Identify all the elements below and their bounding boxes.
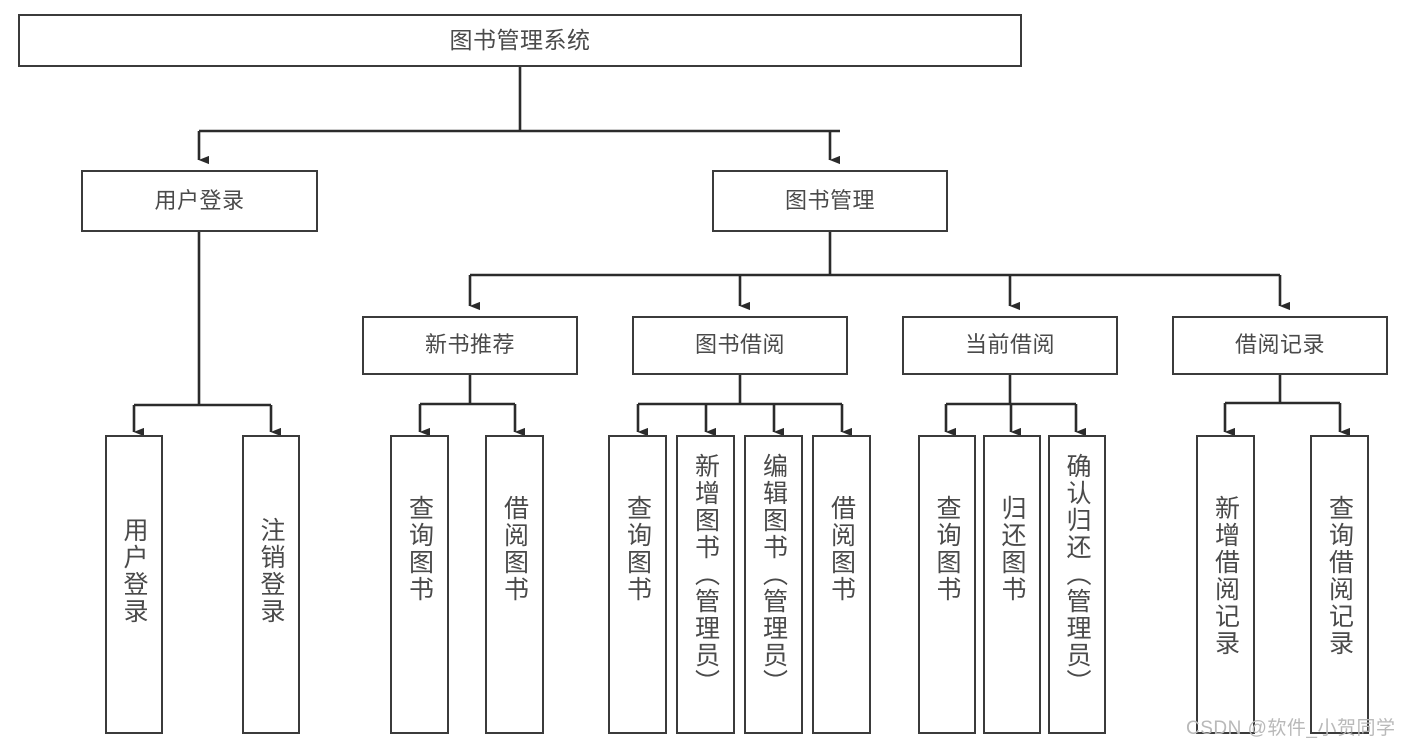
leaf-add-borrow-record[interactable]: 新增借阅记录 — [1196, 435, 1255, 734]
node-book-borrow[interactable]: 图书借阅 — [632, 316, 848, 375]
node-label: 图书借阅 — [694, 332, 785, 358]
node-new-book-recommend[interactable]: 新书推荐 — [362, 316, 578, 375]
node-label: 查询借阅记录 — [1325, 495, 1354, 657]
node-label: 归还图书 — [998, 495, 1026, 603]
watermark-text: CSDN @软件_小贺同学 — [1186, 718, 1396, 739]
leaf-query-borrow-record[interactable]: 查询借阅记录 — [1310, 435, 1369, 734]
node-user-login[interactable]: 用户登录 — [81, 170, 318, 232]
node-book-manage[interactable]: 图书管理 — [712, 170, 948, 232]
leaf-query-book-1[interactable]: 查询图书 — [390, 435, 449, 734]
node-label: 图书管理系统 — [449, 26, 591, 53]
leaf-query-book-3[interactable]: 查询图书 — [918, 435, 976, 734]
node-label: 确认归还（管理员） — [1063, 453, 1091, 696]
leaf-edit-book[interactable]: 编辑图书（管理员） — [744, 435, 803, 734]
node-label: 注销登录 — [257, 517, 285, 625]
leaf-user-logout[interactable]: 注销登录 — [242, 435, 300, 734]
node-label: 借阅图书 — [500, 495, 529, 603]
node-label: 借阅图书 — [827, 495, 856, 603]
node-label: 查询图书 — [933, 495, 961, 603]
node-current-borrow[interactable]: 当前借阅 — [902, 316, 1118, 375]
leaf-query-book-2[interactable]: 查询图书 — [608, 435, 667, 734]
node-label: 编辑图书（管理员） — [759, 453, 788, 696]
node-label: 用户登录 — [120, 517, 148, 625]
leaf-user-login[interactable]: 用户登录 — [105, 435, 163, 734]
node-label: 图书管理 — [784, 187, 875, 213]
node-label: 用户登录 — [154, 187, 245, 213]
leaf-return-book[interactable]: 归还图书 — [983, 435, 1041, 734]
node-label: 新增图书（管理员） — [691, 453, 720, 696]
node-root-system[interactable]: 图书管理系统 — [18, 14, 1022, 67]
node-label: 新书推荐 — [424, 332, 515, 358]
node-borrow-record[interactable]: 借阅记录 — [1172, 316, 1388, 375]
leaf-borrow-book-2[interactable]: 借阅图书 — [812, 435, 871, 734]
node-label: 查询图书 — [623, 495, 652, 603]
node-label: 借阅记录 — [1234, 332, 1325, 358]
node-label: 当前借阅 — [964, 332, 1055, 358]
leaf-borrow-book-1[interactable]: 借阅图书 — [485, 435, 544, 734]
leaf-confirm-return[interactable]: 确认归还（管理员） — [1048, 435, 1106, 734]
node-label: 新增借阅记录 — [1211, 495, 1240, 657]
leaf-add-book[interactable]: 新增图书（管理员） — [676, 435, 735, 734]
node-label: 查询图书 — [405, 495, 434, 603]
